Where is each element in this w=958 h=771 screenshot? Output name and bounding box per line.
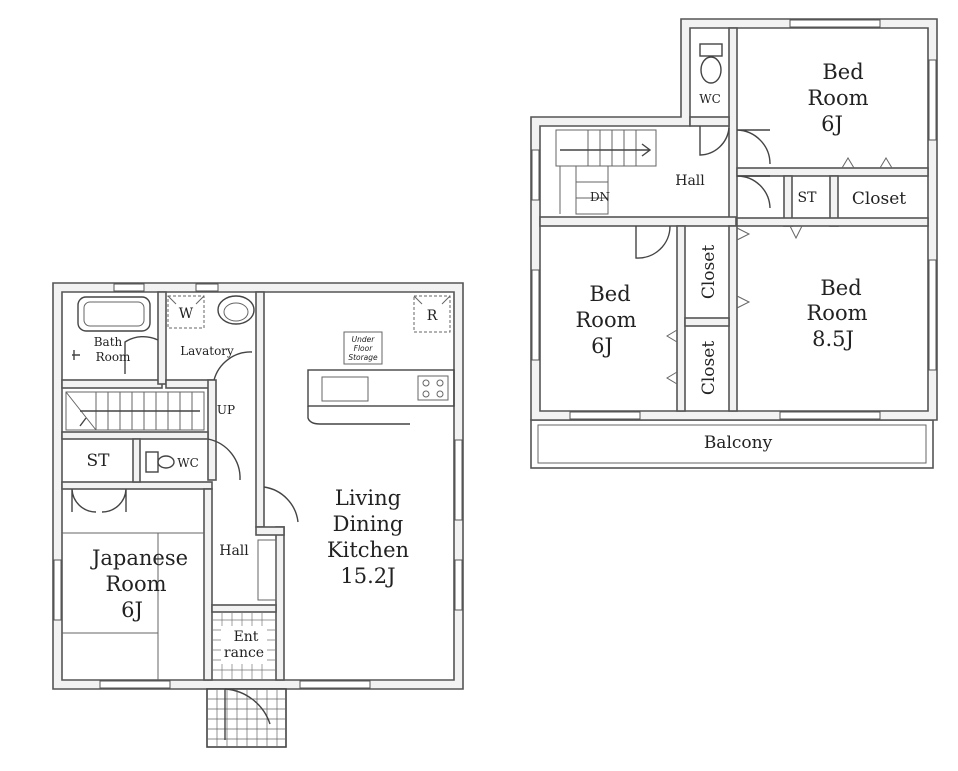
wc-door-1f [207, 438, 241, 481]
ldk-size: 15.2J [340, 564, 395, 588]
window [99, 680, 171, 689]
bath-faucet-icon [72, 350, 80, 360]
storage-label-1f: ST [87, 451, 111, 471]
storage-label-2f: ST [798, 190, 818, 206]
closet-ne-label: Closet [852, 189, 906, 209]
bath-door [124, 336, 159, 374]
lavatory-door [213, 351, 253, 381]
kitchen-counter [307, 369, 455, 407]
kitchen-sink [321, 376, 369, 402]
entrance-label-1: Ent [234, 629, 259, 645]
closet-upper-doors [736, 227, 751, 309]
lavatory-label: Lavatory [180, 344, 234, 358]
window [531, 269, 540, 361]
bedroom-ne-label-1: Bed [822, 60, 863, 84]
hall-label-2f: Hall [675, 173, 705, 189]
window [928, 259, 937, 371]
underfloor-label-3: Storage [348, 353, 378, 362]
stove-icon [417, 375, 449, 401]
japanese-room-label-1: Japanese [90, 546, 188, 570]
shoe-cabinet [257, 539, 277, 601]
underfloor-label-1: Under [352, 335, 376, 344]
window [531, 149, 540, 201]
ldk-label-2: Dining [333, 512, 404, 536]
refrigerator-icon [413, 295, 451, 333]
stairs-down [555, 129, 657, 215]
bedroom-e-label-1: Bed [820, 276, 861, 300]
refrigerator-label: R [427, 308, 438, 324]
japanese-room-closet-doors [71, 488, 127, 513]
bedroom-e-label-2: Room [806, 301, 867, 325]
bath-room-label-2: Room [96, 350, 131, 364]
first-floor-interior-walls [61, 291, 285, 681]
st-door [789, 225, 803, 240]
wc-label-1f: WC [177, 456, 199, 470]
bedroom-w-label-1: Bed [589, 282, 630, 306]
japanese-room-size: 6J [121, 598, 143, 622]
bathtub-inner [83, 301, 145, 327]
second-floor: Balcony WC [530, 18, 938, 469]
closet-lower-label: Closet [699, 341, 719, 395]
ldk-label-1: Living [335, 486, 401, 510]
bedroom-e-door [736, 175, 771, 209]
window [299, 680, 371, 689]
bedroom-e-size: 8.5J [812, 327, 854, 351]
ldk-door [263, 486, 299, 523]
window [53, 559, 62, 621]
toilet-tank-2f [699, 43, 723, 57]
washer-icon [167, 295, 205, 329]
balcony [530, 419, 934, 469]
window [454, 439, 463, 521]
bedroom-w-label-2: Room [575, 308, 636, 332]
japanese-room-label-2: Room [105, 572, 166, 596]
closet-ne-doors [841, 157, 893, 169]
toilet-icon-1f [145, 451, 159, 473]
wc-label-2f: WC [699, 92, 721, 106]
balcony-label: Balcony [704, 433, 773, 453]
hall-label-1f: Hall [219, 543, 249, 559]
entrance-porch [206, 688, 287, 748]
toilet-icon-2f [700, 56, 722, 84]
window [789, 19, 881, 28]
ldk-label-3: Kitchen [327, 538, 409, 562]
window [569, 411, 641, 420]
bedroom-ne-door [736, 129, 771, 165]
first-floor-outer-wall [52, 282, 464, 690]
sink-icon [217, 295, 255, 325]
bedroom-w-size: 6J [591, 334, 613, 358]
underfloor-storage [343, 331, 383, 365]
closet-lower-doors [666, 329, 678, 385]
entrance-door-swing [224, 688, 271, 740]
washer-label: W [179, 306, 194, 322]
window [195, 283, 219, 292]
bedroom-ne-size: 6J [821, 112, 843, 136]
down-label: DN [590, 190, 610, 204]
stairs-up [65, 391, 205, 431]
window [928, 59, 937, 141]
underfloor-label-2: Floor [354, 344, 374, 353]
bath-room-label-1: Bath [94, 335, 123, 349]
window [454, 559, 463, 611]
bedroom-ne-label-2: Room [807, 86, 868, 110]
second-floor-interior-walls [539, 27, 929, 412]
window [113, 283, 145, 292]
first-floor: Bath Room W Lavatory UP ST [52, 282, 464, 748]
closet-upper-label: Closet [699, 245, 719, 299]
bedroom-w-door [635, 225, 671, 259]
entrance-label-2: rance [224, 645, 264, 661]
window [779, 411, 881, 420]
bathtub [77, 296, 151, 332]
kitchen-counter-back [307, 406, 410, 425]
wc-door-2f [699, 126, 730, 156]
up-label: UP [217, 403, 235, 417]
